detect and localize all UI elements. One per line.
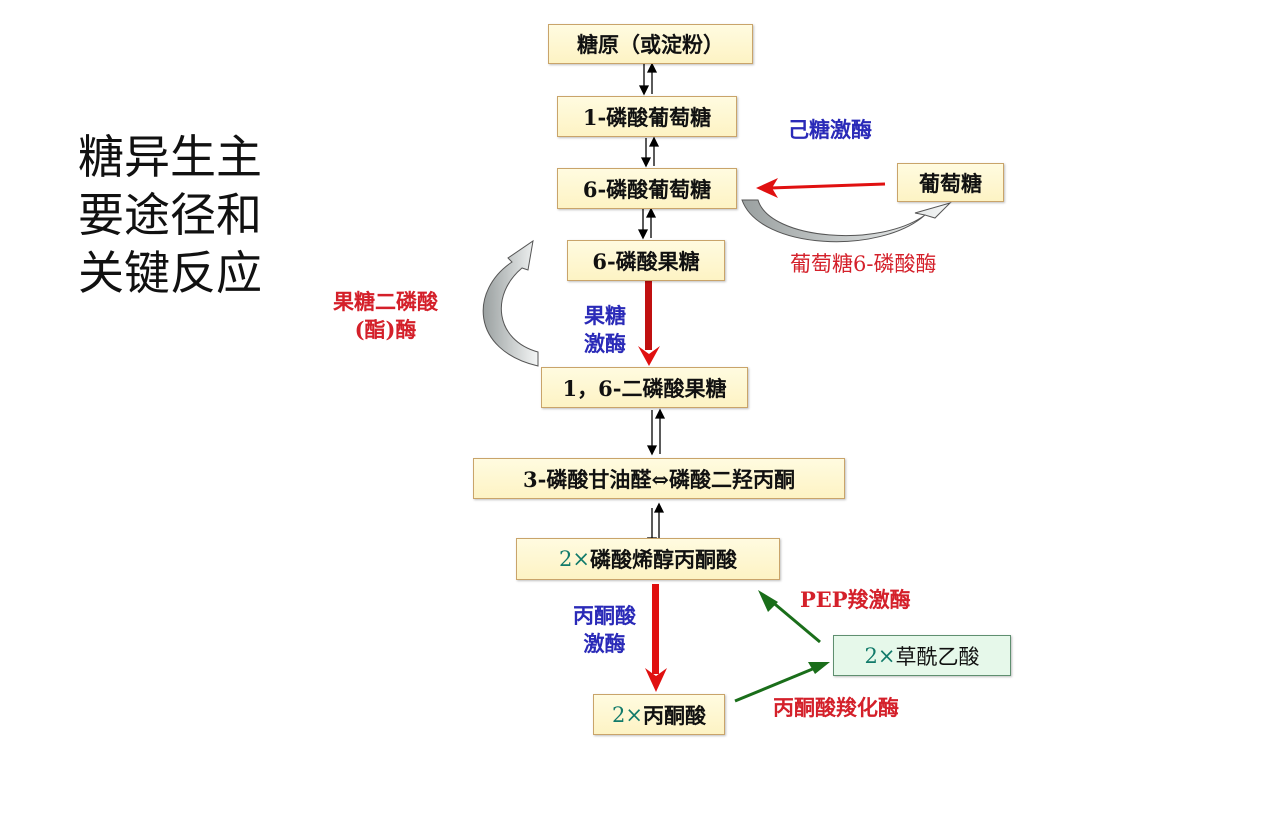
- title-line: 关键反应: [78, 246, 262, 300]
- node-glucose: 葡萄糖: [897, 163, 1004, 202]
- enzyme-hexokinase: 己糖激酶: [788, 117, 872, 142]
- node-triose-phosphates: 3-磷酸甘油醛⇔磷酸二羟丙酮: [473, 458, 845, 499]
- node-fructose-1-6-bisphosphate: 1，6-二磷酸果糖: [541, 367, 748, 408]
- node-label: 草酰乙酸: [895, 644, 980, 669]
- bypass-arrows: [734, 590, 830, 703]
- node-glucose-6-phosphate: 6-磷酸葡萄糖: [557, 168, 737, 209]
- enzyme-label-line: 果糖: [584, 303, 626, 328]
- g6pase-curved-arrow: [741, 199, 952, 243]
- count-prefix: 2×: [612, 702, 643, 727]
- enzyme-label-line: 激酶: [584, 331, 626, 356]
- enzyme-label-line: 丙酮酸: [573, 603, 636, 628]
- enzyme-fructose-bisphosphatase: 果糖二磷酸 (酯)酶: [333, 288, 438, 344]
- node-label: 磷酸烯醇丙酮酸: [589, 547, 737, 572]
- node-fructose-6-phosphate: 6-磷酸果糖: [567, 240, 725, 281]
- node-pyruvate: 2×丙酮酸: [593, 694, 725, 735]
- node-glycogen: 糖原（或淀粉）: [548, 24, 753, 64]
- count-prefix: 2×: [864, 643, 896, 668]
- slide-title: 糖异生主 要途径和 关键反应: [78, 128, 262, 302]
- enzyme-label-line: 激酶: [583, 631, 626, 656]
- enzyme-label-line: (酯)酶: [354, 317, 417, 342]
- count-prefix: 2×: [559, 547, 590, 571]
- node-glucose-1-phosphate: 1-磷酸葡萄糖: [557, 96, 737, 137]
- node-label: 丙酮酸: [642, 702, 706, 728]
- title-line: 要途径和: [78, 188, 262, 242]
- node-oxaloacetate: 2×草酰乙酸: [833, 635, 1011, 676]
- enzyme-label-line: 果糖二磷酸: [333, 289, 438, 314]
- enzyme-glucose-6-phosphatase: 葡萄糖6-磷酸酶: [790, 252, 937, 276]
- enzyme-phosphofructokinase: 果糖激酶: [584, 302, 626, 358]
- reversible-arrows: [637, 62, 666, 548]
- node-pep: 2×磷酸烯醇丙酮酸: [516, 538, 780, 580]
- irreversible-arrows: [638, 178, 886, 692]
- title-line: 糖异生主: [78, 130, 262, 184]
- fbpase-curved-arrow: [482, 239, 539, 367]
- enzyme-pyruvate-kinase: 丙酮酸激酶: [573, 602, 636, 658]
- enzyme-pyruvate-carboxylase: 丙酮酸羧化酶: [773, 695, 899, 720]
- enzyme-pep-carboxykinase: PEP羧激酶: [800, 587, 911, 612]
